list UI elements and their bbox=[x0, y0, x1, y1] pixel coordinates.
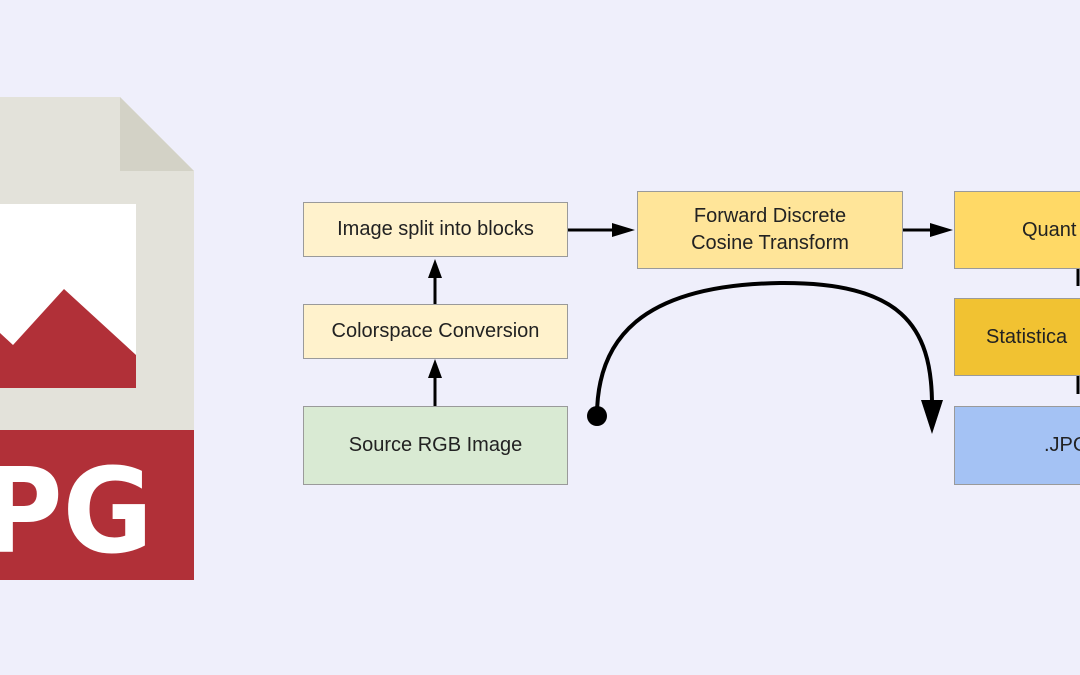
quantization-box: Quant bbox=[954, 191, 1080, 269]
arrowhead-blocks bbox=[428, 259, 442, 278]
forward-dct-box: Forward Discrete Cosine Transform bbox=[637, 191, 903, 269]
forward-dct-label-line1: Forward Discrete bbox=[693, 205, 847, 227]
arrowhead-fdct bbox=[612, 223, 635, 237]
file-type-label: JPG bbox=[0, 442, 153, 580]
jpg-output-label: .JPG bbox=[1044, 434, 1080, 456]
arrowhead-colorspace bbox=[428, 359, 442, 378]
source-rgb-image-label: Source RGB Image bbox=[348, 434, 523, 456]
mountain-icon bbox=[0, 289, 136, 388]
jpg-output-box: .JPG bbox=[954, 406, 1080, 485]
image-split-box: Image split into blocks bbox=[303, 202, 568, 257]
source-rgb-image-box: Source RGB Image bbox=[303, 406, 568, 485]
statistical-encoding-label: Statistica bbox=[986, 325, 1068, 348]
colorspace-conversion-label: Colorspace Conversion bbox=[331, 320, 540, 342]
file-fold-corner bbox=[120, 97, 194, 171]
forward-dct-label-line2: Cosine Transform bbox=[691, 232, 849, 254]
colorspace-conversion-box: Colorspace Conversion bbox=[303, 304, 568, 359]
file-type-badge bbox=[0, 430, 194, 580]
curved-arrowhead bbox=[921, 400, 943, 434]
statistical-encoding-box: Statistica bbox=[954, 298, 1080, 376]
image-split-label: Image split into blocks bbox=[337, 218, 534, 240]
quantization-label: Quant bbox=[1022, 218, 1077, 241]
arrowhead-quant bbox=[930, 223, 953, 237]
jpg-file-icon: JPG bbox=[0, 97, 194, 580]
curved-arrow-source-to-jpg bbox=[595, 280, 934, 417]
curved-arrow-start-dot bbox=[587, 406, 607, 426]
